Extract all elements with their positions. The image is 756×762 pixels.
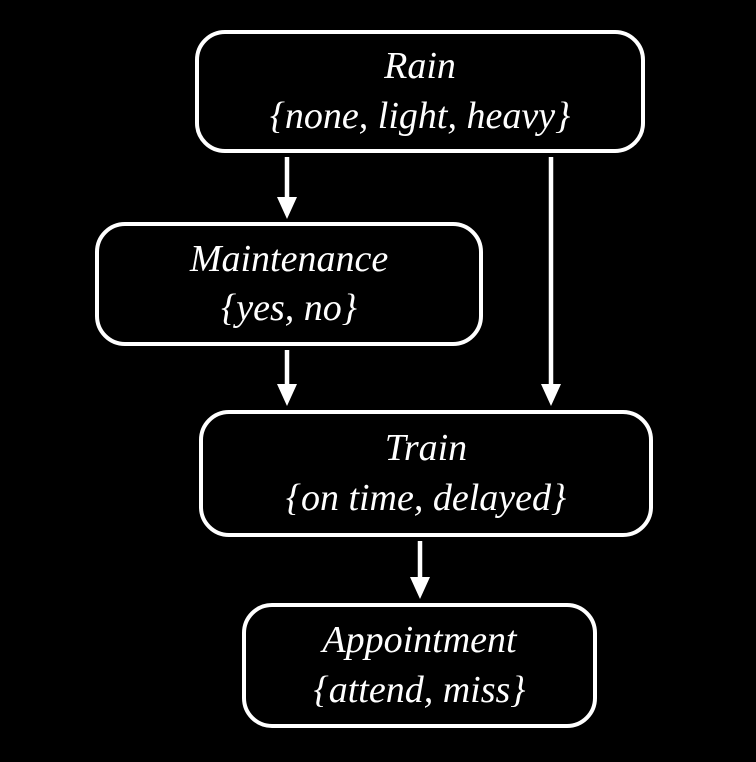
node-train: Train {on time, delayed} [199, 410, 653, 537]
node-maintenance: Maintenance {yes, no} [95, 222, 483, 346]
node-rain-values: {none, light, heavy} [269, 94, 571, 137]
node-appointment: Appointment {attend, miss} [242, 603, 597, 728]
edge-rain-to-train [541, 157, 561, 406]
node-rain-title: Rain [384, 45, 456, 88]
node-train-values: {on time, delayed} [285, 476, 567, 519]
edge-maintenance-to-train-arrowhead-icon [277, 384, 297, 406]
edge-rain-to-train-arrowhead-icon [541, 384, 561, 406]
node-rain: Rain {none, light, heavy} [195, 30, 645, 153]
edge-train-to-appointment-arrowhead-icon [410, 577, 430, 599]
node-train-title: Train [384, 427, 468, 470]
node-maintenance-title: Maintenance [189, 237, 389, 280]
edge-train-to-appointment [410, 541, 430, 599]
edge-rain-to-maintenance [277, 157, 297, 219]
edge-maintenance-to-train [277, 350, 297, 406]
node-appointment-values: {attend, miss} [313, 668, 526, 711]
edge-rain-to-maintenance-arrowhead-icon [277, 197, 297, 219]
node-maintenance-values: {yes, no} [221, 287, 357, 329]
node-appointment-title: Appointment [322, 619, 517, 662]
